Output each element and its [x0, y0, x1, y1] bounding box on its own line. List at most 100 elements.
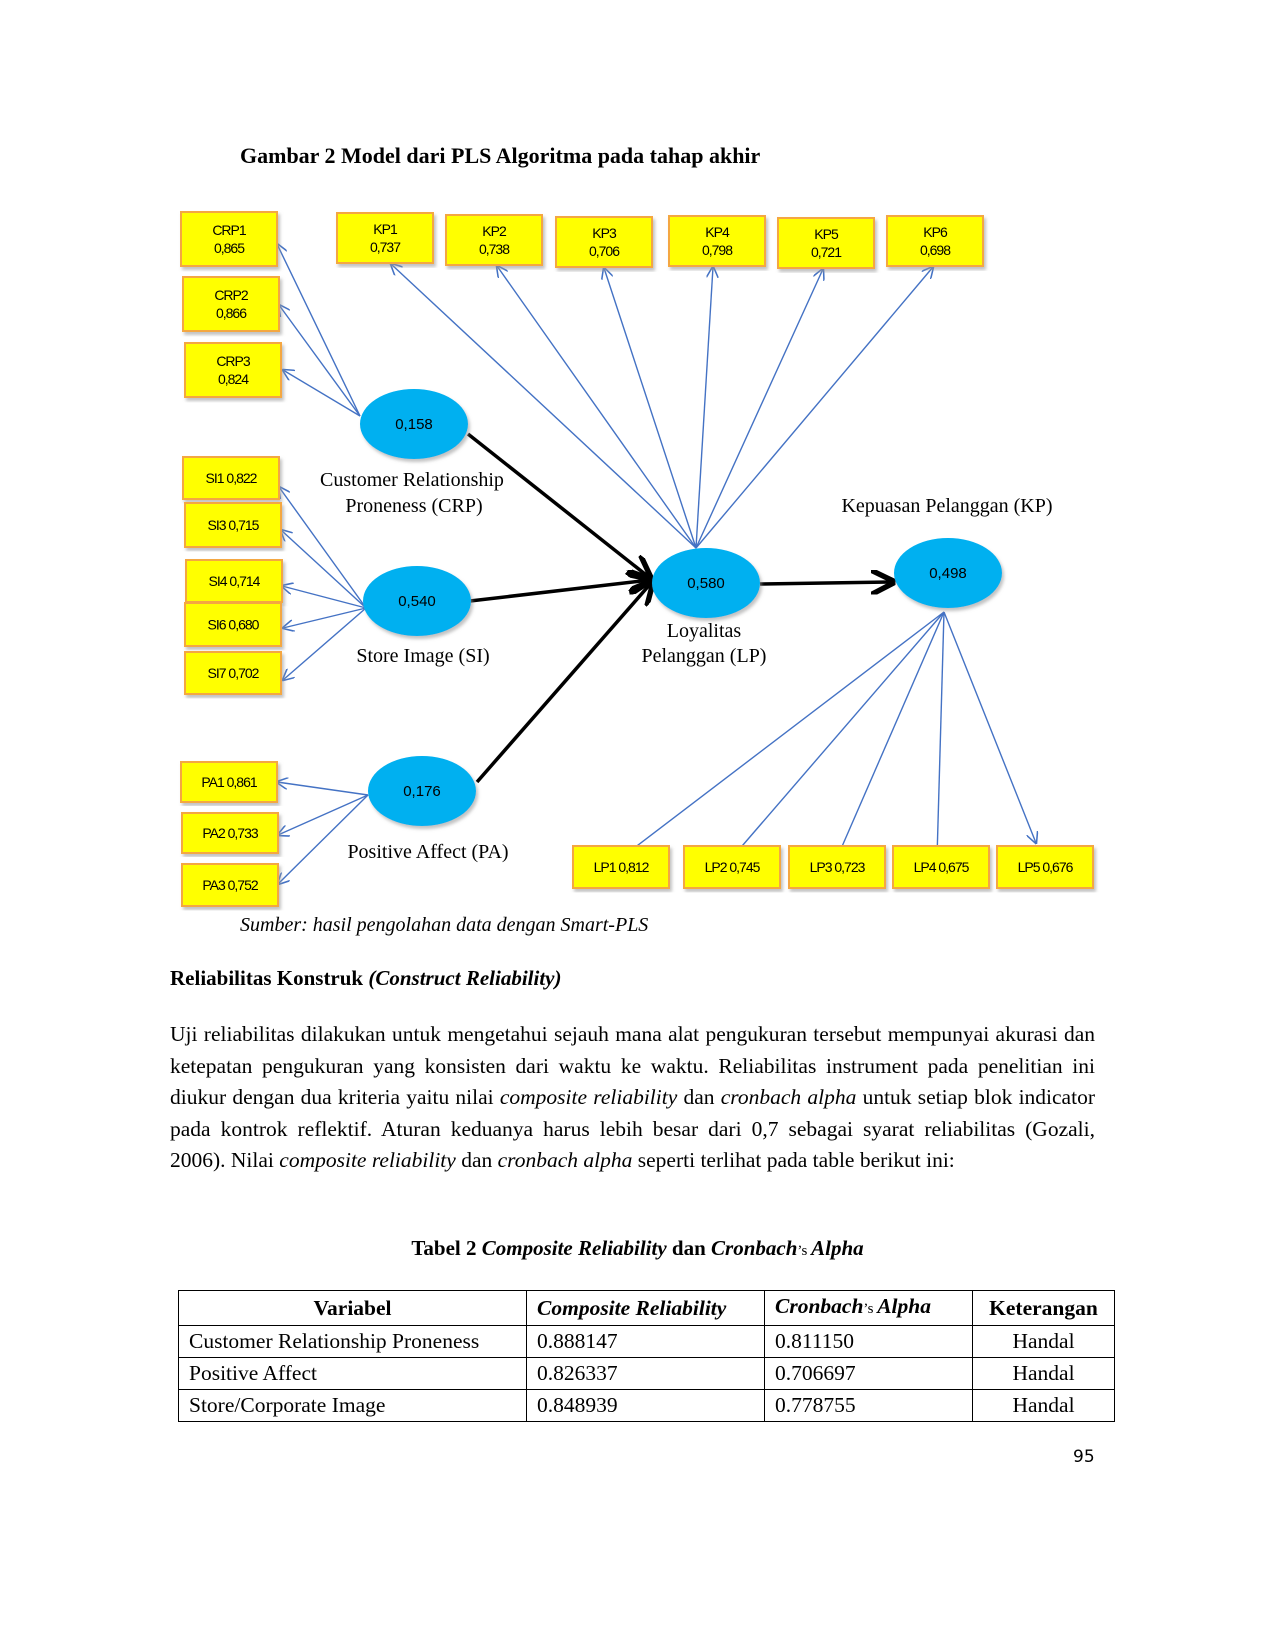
indicator-box-pa2: PA2 0,733: [181, 812, 279, 854]
header-variabel: Variabel: [178, 1290, 527, 1326]
paragraph-segment: dan: [677, 1085, 721, 1109]
caption-cr: Composite Reliability: [481, 1236, 667, 1260]
loading-path-si6: [283, 607, 367, 628]
figure-title: Gambar 2 Model dari PLS Algoritma pada t…: [240, 143, 761, 168]
loading-path-lp3: [837, 611, 945, 858]
indicator-label: LP4 0,675: [914, 859, 970, 875]
indicator-name: KP4: [705, 224, 730, 240]
indicator-loading: 0,824: [218, 371, 249, 387]
caption-alpha: Alpha: [811, 1236, 864, 1260]
caption-cb: Cronbach: [711, 1236, 798, 1260]
loading-path-kp4: [695, 267, 713, 549]
page-number: 95: [1073, 1447, 1095, 1467]
indicator-name: KP5: [814, 226, 839, 242]
indicator-label: PA2 0,733: [202, 825, 259, 841]
latent-label: Pelanggan (LP): [642, 645, 767, 667]
indicator-label: PA1 0,861: [201, 774, 258, 790]
caption-apos: ’s: [797, 1243, 812, 1259]
indicator-name: KP3: [592, 225, 617, 241]
indicator-name: CRP3: [216, 353, 251, 369]
path-si-to-lp: [469, 580, 650, 603]
indicator-label: LP2 0,745: [705, 859, 761, 875]
indicator-name: KP2: [482, 223, 507, 239]
indicator-name: CRP1: [212, 222, 247, 238]
r-squared-value: 0,580: [687, 575, 725, 592]
loading-path-si4: [282, 586, 367, 609]
paragraph-segment: Uji reliabilitas dilakukan untuk mengeta…: [170, 1022, 1095, 1109]
header-cr-text: Composite Reliability: [537, 1295, 727, 1320]
table-header-row: Variabel Composite Reliability Cronbach’…: [178, 1290, 1115, 1326]
loading-path-si7: [283, 607, 367, 680]
indicator-box-lp5: LP5 0,676: [996, 845, 1094, 889]
indicator-box-lp1: LP1 0,812: [572, 845, 670, 889]
indicator-box-pa1: PA1 0,861: [180, 761, 278, 803]
indicator-box-kp4: KP4 0,798: [668, 215, 766, 267]
indicator-label: LP1 0,812: [594, 859, 650, 875]
indicator-box-si4: SI4 0,714: [185, 559, 283, 603]
table-cell: 0.826337: [526, 1357, 765, 1390]
table-cell: 0.778755: [764, 1389, 973, 1422]
indicator-label: SI4 0,714: [209, 573, 261, 589]
table-cell: 0.811150: [764, 1325, 973, 1358]
indicator-loading: 0,721: [811, 244, 842, 260]
body-paragraph: Uji reliabilitas dilakukan untuk mengeta…: [170, 1019, 1095, 1177]
loading-path-crp1: [277, 244, 361, 417]
indicator-box-si3: SI3 0,715: [184, 502, 282, 548]
indicator-box-si1: SI1 0,822: [182, 456, 280, 500]
indicator-label: SI1 0,822: [206, 470, 258, 486]
indicator-box-lp3: LP3 0,723: [788, 845, 886, 889]
loading-path-lp5: [943, 611, 1036, 843]
paragraph-segment: cronbach alpha: [497, 1148, 633, 1172]
loading-path-crp3: [283, 370, 361, 417]
indicator-label: SI6 0,680: [208, 617, 260, 633]
indicator-label: PA3 0,752: [202, 877, 259, 893]
loading-path-lp1: [621, 611, 945, 858]
indicator-loading: 0,798: [702, 242, 733, 258]
r-squared-value: 0,540: [398, 593, 436, 610]
header-cb: Cronbach’s Alpha: [764, 1290, 973, 1326]
paragraph-segment: untuk setiap blok indicator pada kontrok…: [170, 1085, 1095, 1172]
latent-label: Loyalitas: [667, 620, 742, 642]
indicator-loading: 0,698: [920, 242, 951, 258]
indicator-box-crp1: CRP1 0,865: [180, 211, 278, 267]
indicator-loading: 0,866: [216, 305, 247, 321]
loading-path-lp2: [730, 611, 945, 860]
indicator-loading: 0,865: [214, 240, 245, 256]
indicator-box-crp3: CRP3 0,824: [184, 342, 282, 398]
indicator-label: SI7 0,702: [208, 665, 260, 681]
table-cell: Customer Relationship Proneness: [178, 1325, 527, 1358]
indicator-loading: 0,738: [479, 241, 510, 257]
loading-path-pa3: [278, 794, 369, 884]
table-cell: 0.888147: [526, 1325, 765, 1358]
indicator-box-kp2: KP2 0,738: [445, 214, 543, 266]
path-pa-to-lp: [475, 582, 652, 784]
loading-path-kp6: [695, 267, 933, 549]
loading-path-kp3: [604, 268, 697, 549]
indicator-box-si7: SI7 0,702: [184, 651, 282, 695]
header-cb-alpha: Alpha: [877, 1294, 931, 1318]
loading-path-lp4: [937, 611, 945, 858]
r-squared-value: 0,176: [403, 783, 441, 800]
loading-path-crp2: [279, 305, 361, 417]
r-squared-value: 0,158: [395, 416, 433, 433]
indicator-box-kp5: KP5 0,721: [777, 217, 875, 269]
paragraph-segment: dan: [455, 1148, 498, 1172]
table-cell: Handal: [972, 1389, 1115, 1422]
table-cell: 0.848939: [526, 1389, 765, 1422]
paragraph-segment: seperti terlihat pada table berikut ini:: [632, 1148, 955, 1172]
reliability-table: Variabel Composite Reliability Cronbach’…: [178, 1290, 1115, 1422]
paragraph-segment: composite reliability: [499, 1085, 678, 1109]
table-cell: Store/Corporate Image: [178, 1389, 527, 1422]
